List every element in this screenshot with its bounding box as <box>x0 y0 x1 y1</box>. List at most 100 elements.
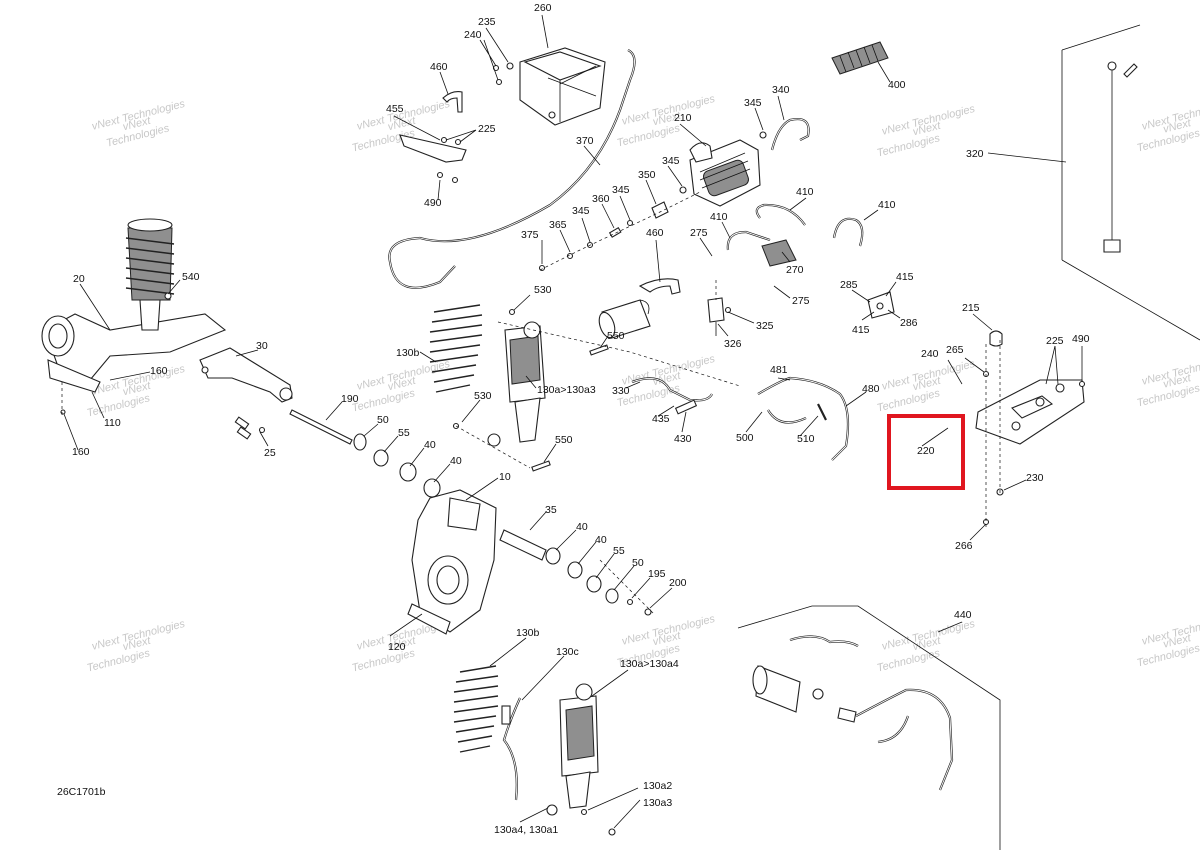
bracket-260 <box>519 47 606 126</box>
part-label: 225 <box>478 123 496 135</box>
part-label: 530 <box>534 284 552 296</box>
spring-130b-lower <box>453 665 499 753</box>
part-label: 110 <box>104 417 121 429</box>
harness-410 <box>726 203 864 251</box>
part-label: 410 <box>878 199 896 211</box>
highlight-box-220 <box>887 414 965 490</box>
part-label: 130a4, 130a1 <box>494 824 558 836</box>
bearing-40-b <box>423 478 441 498</box>
part-label: 286 <box>900 317 918 329</box>
valve-285 <box>867 291 895 319</box>
part-label: 50 <box>377 414 389 426</box>
part-label: 410 <box>796 186 814 198</box>
parts-layer <box>41 24 1200 850</box>
hose-340 <box>770 118 810 151</box>
part-label: 160 <box>72 446 90 458</box>
part-label: 160 <box>150 365 168 377</box>
part-label: 265 <box>946 344 964 356</box>
shock-upper-left <box>125 218 175 331</box>
leader-lines <box>63 14 1083 829</box>
nut-490a <box>436 171 444 179</box>
part-label: 240 <box>921 348 939 360</box>
watermark: vNext Technologies vNext Technologies <box>91 98 187 150</box>
fitting-345-a <box>759 131 767 139</box>
bolt-540 <box>164 292 172 300</box>
watermark: vNext Technologies vNext Technologies <box>1136 98 1200 155</box>
watermark: vNext Technologies vNext Technologies <box>876 358 977 415</box>
part-label: 530 <box>474 390 492 402</box>
part-label: 480 <box>862 383 880 395</box>
part-label: 55 <box>398 427 410 439</box>
part-label: 130b <box>516 627 540 639</box>
part-label: 120 <box>388 641 406 653</box>
watermark: vNext Technologies vNext Technologies <box>86 618 187 675</box>
watermark: vNext Technologies vNext Technologies <box>1136 353 1200 410</box>
part-label: 490 <box>424 197 442 209</box>
bolt-225b <box>440 136 448 144</box>
part-label: 326 <box>724 338 742 350</box>
part-label: 240 <box>464 29 482 41</box>
part-label: 400 <box>888 79 906 91</box>
highlight-label-220: 220 <box>917 445 935 457</box>
part-label: 195 <box>648 568 666 580</box>
part-label: 365 <box>549 219 567 231</box>
bearing-40-a <box>399 462 417 482</box>
clip-460-top <box>442 91 463 113</box>
tube-35 <box>499 529 547 561</box>
part-label: 130a>130a3 <box>537 384 596 396</box>
module-270 <box>761 239 797 267</box>
bolt-550-lower <box>531 460 551 472</box>
harness-330 <box>631 377 713 415</box>
part-label: 225 <box>1046 335 1064 347</box>
air-line-370 <box>388 49 636 289</box>
bolt-530-upper <box>508 308 516 316</box>
frame-10 <box>407 489 497 635</box>
nut-240b <box>495 78 503 86</box>
part-label: 340 <box>772 84 790 96</box>
part-label: 210 <box>674 112 692 124</box>
diagram-reference: 26C1701b <box>57 786 106 798</box>
dipstick-320 <box>1061 24 1200 341</box>
shaft-190 <box>289 409 353 445</box>
inset-440 <box>737 605 1001 850</box>
part-label: 130a2 <box>643 780 672 792</box>
watermark: vNext Technologies vNext Technologies <box>876 103 977 160</box>
watermark: vNext Technologies vNext Technologies <box>876 618 977 675</box>
part-label: 370 <box>576 135 594 147</box>
bumper-215 <box>989 330 1003 347</box>
part-label: 481 <box>770 364 788 376</box>
fitting-350 <box>651 201 669 219</box>
part-label: 415 <box>896 271 914 283</box>
rear-arm-20 <box>41 313 227 393</box>
part-label: 215 <box>962 302 980 314</box>
nut-490b <box>451 176 459 184</box>
seal-55-b <box>586 575 602 593</box>
centerlines <box>61 191 1001 615</box>
part-label: 460 <box>430 61 448 73</box>
part-label: 130a>130a4 <box>620 658 679 670</box>
part-label: 130c <box>556 646 579 658</box>
bolt-235 <box>506 62 514 70</box>
part-label: 345 <box>744 97 762 109</box>
part-label: 345 <box>572 205 590 217</box>
nut-200 <box>644 608 652 616</box>
sensor-130c <box>501 697 522 801</box>
part-label: 40 <box>595 534 607 546</box>
bushing-50 <box>353 433 367 451</box>
watermark: vNext Technologies vNext Technologies <box>616 353 717 410</box>
bellows-400 <box>831 41 889 75</box>
bushing-50-b <box>605 588 619 604</box>
part-label: 20 <box>73 273 85 285</box>
link-30 <box>199 347 293 403</box>
part-label: 550 <box>555 434 573 446</box>
part-label: 490 <box>1072 333 1090 345</box>
bracket-455 <box>399 134 467 163</box>
part-label: 35 <box>545 504 557 516</box>
cylinder-550 <box>598 299 651 339</box>
nut-130a3 <box>608 828 616 836</box>
part-label: 40 <box>450 455 462 467</box>
spring-130b-mid <box>429 304 483 393</box>
part-label: 235 <box>478 16 496 28</box>
bolt-225a <box>454 138 462 146</box>
part-label: 275 <box>690 227 708 239</box>
